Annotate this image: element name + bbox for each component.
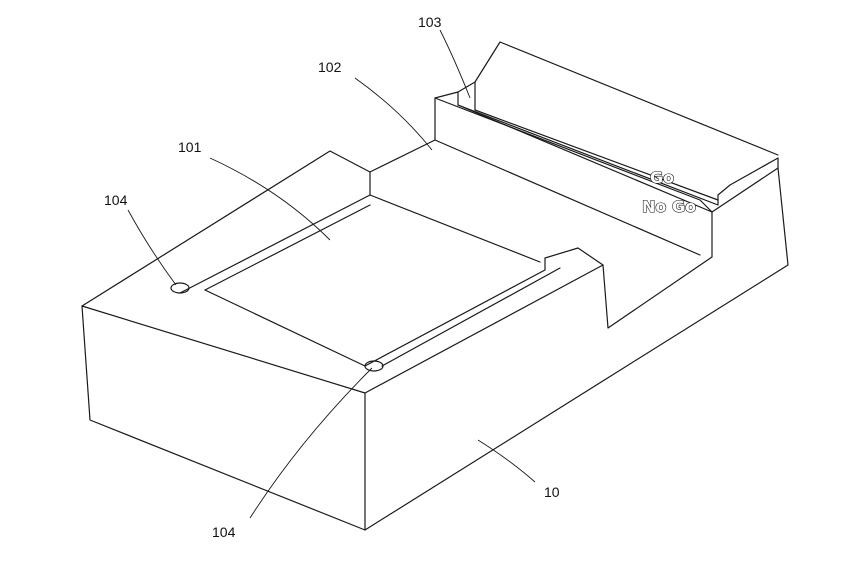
- label-104-bottom: 104: [212, 524, 236, 540]
- platform-back-edge: [434, 139, 701, 256]
- right-rail-top: [364, 247, 604, 367]
- hole-bottom: [364, 360, 384, 372]
- leader-103: [439, 29, 471, 99]
- leader-104-bottom: [249, 367, 373, 519]
- recess-back-edge: [369, 194, 541, 263]
- label-103: 103: [418, 14, 442, 30]
- leader-102: [354, 77, 433, 151]
- step-mid-edge: [457, 104, 713, 213]
- top-block: [474, 41, 779, 156]
- no-go-marking: No Go: [642, 197, 696, 216]
- left-rail-inner-edge-2: [204, 204, 371, 291]
- platform-wall: [369, 97, 713, 213]
- leader-10: [477, 439, 536, 483]
- label-10: 10: [544, 484, 560, 500]
- front-right-face: [364, 167, 789, 531]
- front-left-face: [81, 305, 366, 531]
- label-101: 101: [178, 139, 202, 155]
- step-top: [434, 91, 779, 206]
- hole-left: [170, 282, 190, 294]
- leader-104-left: [127, 209, 177, 286]
- left-rail-inner-edge: [179, 194, 371, 294]
- label-102: 102: [318, 59, 342, 75]
- leader-101: [209, 157, 331, 241]
- top-block-lower: [474, 109, 719, 201]
- right-rail-edge: [381, 267, 561, 367]
- recess-front-edge: [204, 289, 366, 367]
- go-marking: Go: [650, 168, 674, 187]
- left-rail-top: [81, 150, 371, 307]
- label-104-left: 104: [104, 192, 128, 208]
